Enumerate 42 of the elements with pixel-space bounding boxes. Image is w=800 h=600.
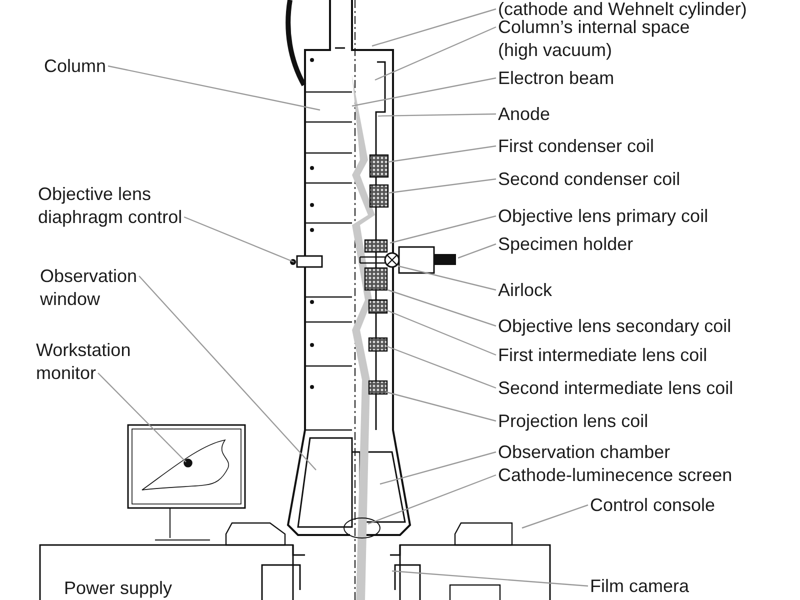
leader-line [386, 345, 496, 389]
leader-line [380, 451, 496, 485]
leader-line [388, 289, 496, 327]
leader-line [108, 65, 320, 111]
part-label: Specimen holder [498, 233, 634, 256]
leader-line [368, 474, 496, 525]
power-supply-label: Power supply [64, 577, 172, 600]
leader-line [522, 504, 588, 529]
part-label: Second intermediate lens coil [498, 377, 734, 400]
part-label: Projection lens coil [498, 410, 648, 433]
leader-line [98, 372, 186, 462]
part-label: Second condenser coil [498, 168, 680, 191]
part-label: Airlock [498, 279, 552, 302]
part-label: Film camera [590, 575, 690, 598]
leader-line [458, 243, 496, 259]
part-label: Anode [498, 103, 550, 126]
part-label: Objective lens diaphragm control [38, 183, 228, 229]
leader-line [352, 77, 496, 107]
part-label: Objective lens secondary coil [498, 315, 732, 338]
leader-line [184, 216, 294, 263]
part-label: Workstation monitor [36, 339, 156, 385]
leader-line [390, 215, 496, 244]
part-label: First condenser coil [498, 135, 654, 158]
leader-line [392, 570, 588, 587]
part-label: First intermediate lens coil [498, 344, 708, 367]
leader-line [386, 391, 496, 422]
leader-line [372, 8, 496, 47]
leader-line [374, 26, 496, 81]
part-label: Objective lens primary coil [498, 205, 708, 228]
part-label: Electron beam [498, 67, 614, 90]
part-label: Cathode-luminecence screen [498, 464, 732, 487]
part-label: Observation window [40, 265, 160, 311]
leader-line [388, 145, 496, 163]
part-label: (cathode and Wehnelt cylinder) [498, 0, 747, 21]
part-label: Observation chamber [498, 441, 670, 464]
part-label: Control console [590, 494, 716, 517]
leader-line [398, 265, 496, 291]
leader-line [138, 276, 316, 470]
leader-line [378, 113, 496, 117]
leader-line [388, 178, 496, 194]
leader-line [386, 309, 496, 356]
part-label: Column [44, 55, 106, 78]
